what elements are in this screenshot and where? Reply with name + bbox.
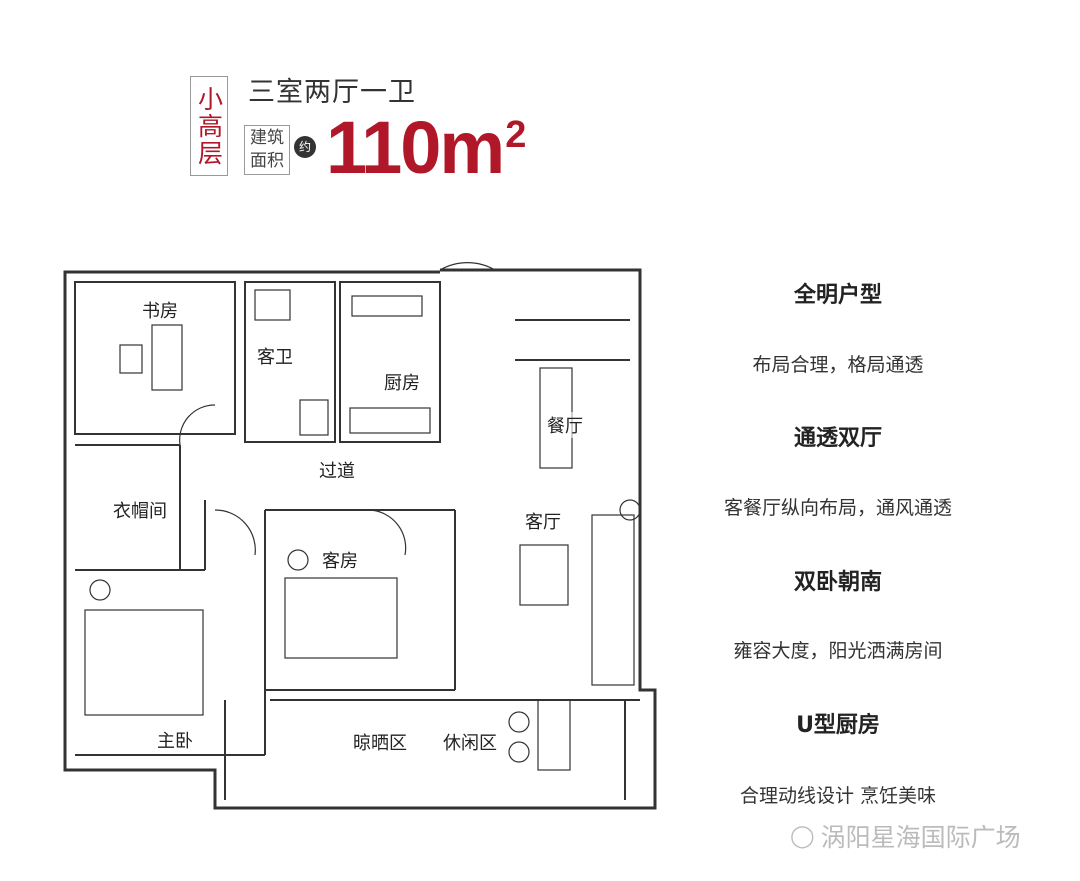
room-guest: 客房	[322, 547, 358, 573]
watermark: ◯ 涡阳星海国际广场	[790, 818, 1021, 854]
area-number: 110m	[326, 106, 505, 189]
room-guest-bath: 客卫	[257, 343, 293, 369]
area-unit-sup: 2	[505, 114, 526, 156]
feature-title: 通透双厅	[793, 426, 883, 451]
interior-walls	[74, 281, 640, 800]
area-value: 110m2	[326, 111, 526, 185]
building-type-badge: 小高层	[190, 76, 228, 176]
wechat-icon: ◯	[790, 823, 815, 849]
feature-title: U型厨房	[796, 713, 880, 738]
feature-title: 全明户型	[793, 283, 883, 308]
watermark-text: 涡阳星海国际广场	[820, 823, 1021, 852]
area-label: 建筑面积	[244, 125, 290, 175]
feature-title: 双卧朝南	[793, 570, 883, 595]
room-closet: 衣帽间	[113, 497, 167, 523]
room-corridor: 过道	[319, 457, 355, 483]
room-master: 主卧	[157, 727, 193, 753]
feature-desc: 合理动线设计 烹饪美味	[739, 785, 937, 807]
outer-walls	[63, 268, 657, 810]
room-living: 客厅	[525, 508, 561, 534]
feature-desc: 客餐厅纵向布局，通风通透	[723, 497, 953, 519]
room-kitchen: 厨房	[384, 369, 420, 395]
room-drying: 晾晒区	[353, 729, 407, 755]
feature-desc: 布局合理，格局通透	[752, 354, 924, 376]
layout-title: 三室两厅一卫	[248, 77, 416, 108]
furniture	[84, 262, 641, 771]
room-dining: 餐厅	[547, 412, 583, 438]
approx-badge: 约	[294, 136, 316, 158]
room-leisure: 休闲区	[443, 729, 497, 755]
feature-desc: 雍容大度，阳光洒满房间	[733, 640, 943, 662]
room-study: 书房	[142, 297, 178, 323]
